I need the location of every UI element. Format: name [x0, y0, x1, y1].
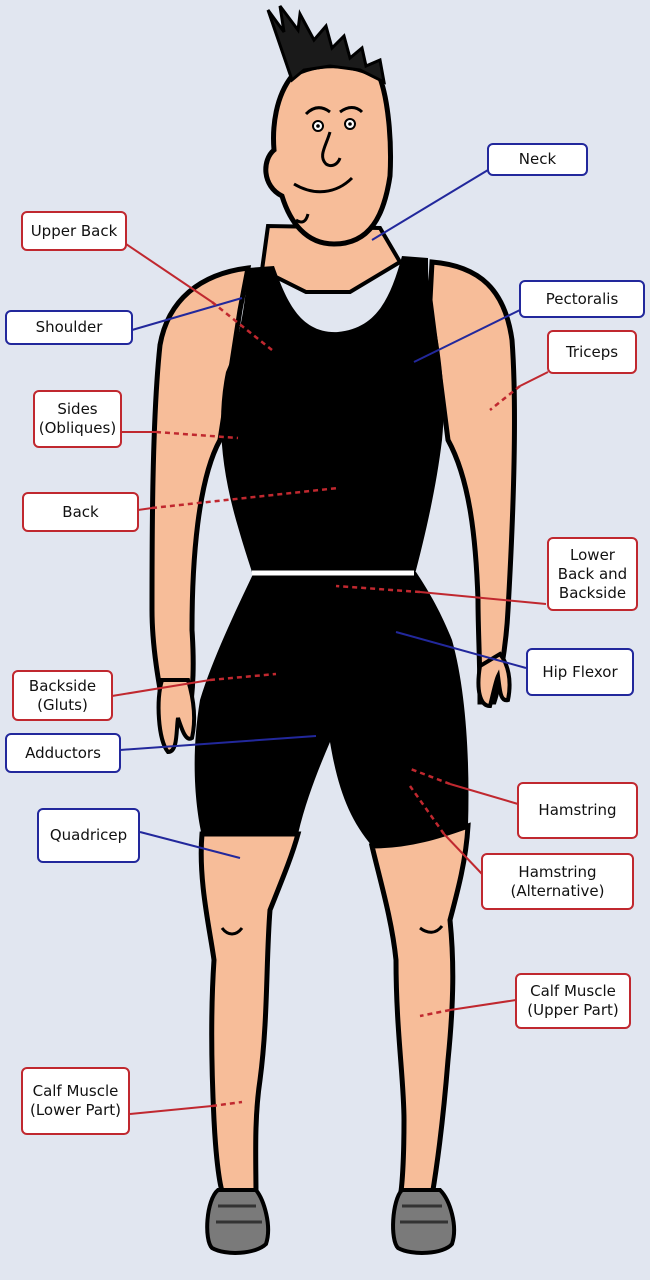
leader-backside	[111, 679, 211, 697]
label-hip-flexor: Hip Flexor	[526, 648, 634, 696]
right-hand	[476, 651, 512, 709]
nose	[321, 131, 342, 168]
tank-top	[221, 256, 444, 578]
left-arm	[149, 265, 252, 725]
label-pectoralis: Pectoralis	[519, 280, 645, 318]
hair	[266, 5, 387, 85]
leader-lower-back	[419, 591, 547, 605]
left-hand	[156, 678, 197, 755]
leader-back	[137, 507, 153, 511]
label-hamstring: Hamstring	[517, 782, 638, 839]
leader-quadricep	[139, 831, 241, 859]
leader-neck	[371, 169, 489, 241]
leader-adductors	[119, 735, 317, 751]
label-back: Back	[22, 492, 139, 532]
label-backside: Backside (Gluts)	[12, 670, 113, 721]
label-shoulder: Shoulder	[5, 310, 133, 345]
chin	[295, 213, 310, 224]
right-leg	[368, 822, 471, 1199]
label-adductors: Adductors	[5, 733, 121, 773]
leader-hamstring	[449, 783, 519, 805]
knee-right	[419, 925, 444, 934]
label-upper-back: Upper Back	[21, 211, 127, 251]
head	[263, 63, 393, 247]
eyebrow-right	[339, 106, 364, 114]
leader-shoulder	[131, 297, 243, 331]
eyebrow-left	[304, 106, 331, 116]
leader-hamstring-alt	[443, 833, 483, 875]
label-triceps: Triceps	[547, 330, 637, 374]
label-hamstring-alt: Hamstring (Alternative)	[481, 853, 634, 910]
label-lower-back: Lower Back and Backside	[547, 537, 638, 611]
knee-left	[220, 927, 244, 936]
label-calf-lower: Calf Muscle (Lower Part)	[21, 1067, 130, 1135]
label-quadricep: Quadricep	[37, 808, 140, 863]
shorts	[194, 572, 469, 846]
label-neck: Neck	[487, 143, 588, 176]
leader-triceps	[519, 371, 549, 387]
mouth	[293, 176, 354, 194]
label-sides: Sides (Obliques)	[33, 390, 122, 448]
leader-calf-lower	[129, 1105, 213, 1115]
leader-calf-upper	[449, 999, 517, 1011]
label-calf-upper: Calf Muscle (Upper Part)	[515, 973, 631, 1029]
leader-pectoralis	[413, 309, 521, 363]
leader-upper-back	[125, 243, 213, 303]
left-leg	[198, 831, 302, 1199]
leader-hip-flexor	[395, 631, 527, 669]
